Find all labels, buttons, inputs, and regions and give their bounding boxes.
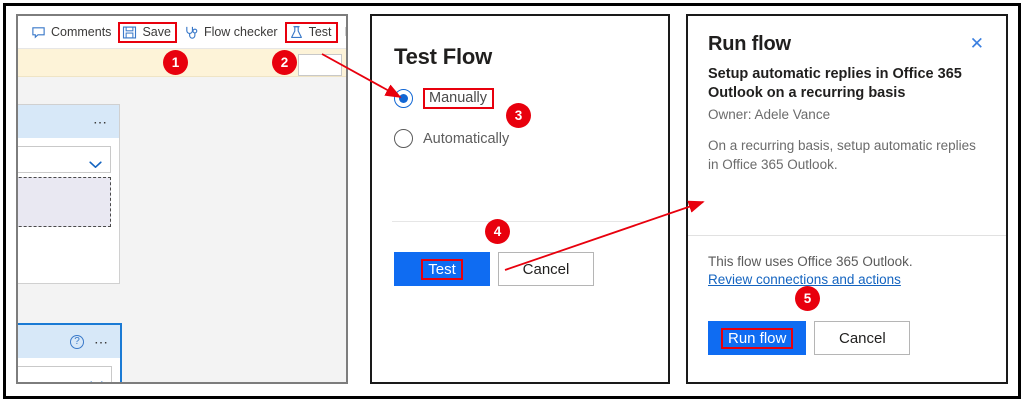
designer-toolbar: Comments Save [18,16,346,49]
flow-checker-label: Flow checker [203,25,278,39]
automatically-radio-label: Automatically [423,130,510,147]
trigger-card-dropdown[interactable] [18,146,111,173]
comment-bubble-icon [31,25,46,40]
close-icon[interactable]: ✕ [969,34,984,53]
manually-radio[interactable]: Manually [394,88,646,109]
help-circle-icon[interactable]: ? [70,334,84,349]
action-card-more-icon[interactable]: ⋯ [94,333,110,350]
trigger-card-more-icon[interactable]: ⋯ [93,113,109,130]
comments-button[interactable]: Comments [26,22,116,43]
run-flow-cancel-label: Cancel [839,329,886,347]
run-flow-dialog: Run flow ✕ Setup automatic replies in Of… [686,14,1008,384]
test-flow-body: Test Flow Manually Automatically [372,16,668,148]
test-cancel-label: Cancel [522,260,570,278]
run-flow-button-label: Run flow [721,327,794,349]
action-card-header: ? ⋯ [18,325,120,358]
flow-checker-button[interactable]: Flow checker [179,22,283,43]
test-cancel-button[interactable]: Cancel [498,252,594,286]
run-flow-header: Run flow ✕ [708,33,986,56]
automatically-radio-indicator[interactable] [394,129,413,148]
save-label: Save [142,25,171,39]
test-flow-title: Test Flow [394,44,493,69]
manually-radio-indicator[interactable] [394,89,413,108]
run-flow-name: Setup automatic replies in Office 365 Ou… [708,66,962,102]
test-flow-divider [392,221,648,222]
action-card-body [18,358,120,382]
run-flow-cancel-button[interactable]: Cancel [814,321,911,355]
trigger-card-spacer [18,227,111,273]
run-flow-title: Run flow [708,33,791,55]
clipped-toolbar-label: Ne [345,25,346,39]
test-flow-button-row: Test Cancel [394,252,594,286]
run-flow-button[interactable]: Run flow [708,321,807,355]
test-submit-label: Test [421,258,463,280]
run-flow-uses-text: This flow uses Office 365 Outlook. [708,254,913,269]
clipped-toolbar-button[interactable]: Ne [340,22,346,42]
banner-chip[interactable] [298,54,342,76]
flask-icon [289,25,304,40]
step-badge-4: 4 [485,219,510,244]
chevron-down-icon [89,156,102,168]
action-card-dropdown[interactable] [18,366,112,382]
flow-designer-panel: Comments Save [16,14,348,384]
step-badge-5: 5 [795,286,820,311]
designer-canvas: ⋯ ? ⋯ [18,77,346,382]
trigger-card-body [18,138,119,283]
step-badge-3: 3 [506,103,531,128]
test-label: Test [308,25,332,39]
run-flow-footer: This flow uses Office 365 Outlook. Revie… [708,254,988,289]
automatically-radio[interactable]: Automatically [394,129,646,148]
action-card[interactable]: ? ⋯ [18,323,122,382]
save-button[interactable]: Save [118,21,177,43]
run-flow-body: Run flow ✕ Setup automatic replies in Of… [688,16,1006,355]
test-flow-dialog: Test Flow Manually Automatically Test Ca… [370,14,670,384]
step-badge-2: 2 [272,50,297,75]
trigger-card[interactable]: ⋯ [18,104,120,284]
run-flow-button-row: Run flow Cancel [708,321,911,355]
save-disk-icon [122,25,137,40]
test-toolbar-button[interactable]: Test [284,21,338,43]
comments-label: Comments [51,25,112,39]
review-connections-link[interactable]: Review connections and actions [708,272,901,287]
manually-radio-label: Manually [423,88,495,109]
run-flow-divider [688,235,1006,236]
run-flow-owner: Owner: Adele Vance [708,107,831,123]
step-badge-1: 1 [163,50,188,75]
run-flow-description: On a recurring basis, setup automatic re… [708,138,976,172]
trigger-card-dropzone[interactable] [18,177,111,227]
stethoscope-icon [184,25,199,40]
trigger-card-header: ⋯ [18,105,119,138]
chevron-down-icon [90,376,103,382]
test-submit-button[interactable]: Test [394,252,490,286]
